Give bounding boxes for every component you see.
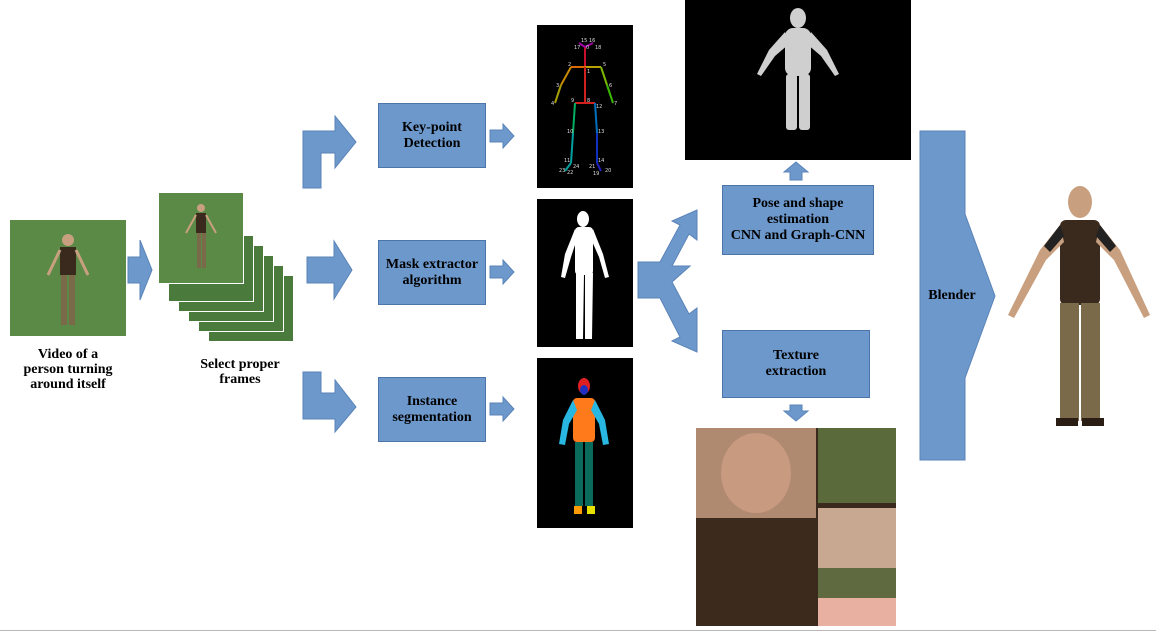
blender-arrow-icon	[919, 130, 996, 461]
person-figure-icon	[159, 193, 243, 283]
skeleton-number: 6	[609, 83, 612, 89]
mask-silhouette-image	[537, 199, 633, 347]
skeleton-number: 24	[573, 164, 579, 170]
bottom-rule	[0, 630, 1156, 631]
silhouette-icon	[561, 211, 609, 339]
arrow-right-icon	[489, 258, 515, 286]
skeleton-number: 22	[567, 170, 573, 176]
skeleton-number: 21	[589, 164, 595, 170]
avatar-icon	[1008, 186, 1150, 426]
select-frames-label: Select proper frames	[200, 357, 280, 387]
skeleton-number: 9	[571, 98, 574, 104]
skeleton-number: 3	[556, 83, 559, 89]
skeleton-number: 23	[559, 168, 565, 174]
fork-arrow-icon	[637, 209, 698, 353]
skeleton-number: 2	[568, 62, 571, 68]
arrow-up-icon	[782, 161, 810, 181]
skeleton-number: 19	[593, 171, 599, 177]
skeleton-number: 20	[605, 168, 611, 174]
skeleton-number: 16	[589, 38, 595, 44]
person-figure-icon	[10, 220, 126, 336]
skeleton-icon: 15 16 17 0 18 2 1 5 3 6 4 7 9 8 12 10 13…	[551, 38, 617, 177]
skeleton-number: 8	[587, 98, 590, 104]
segmentation-icon	[559, 378, 609, 514]
skeleton-number: 15	[581, 38, 587, 44]
blender-label: Blender	[928, 288, 976, 303]
keypoint-skeleton-image: 15 16 17 0 18 2 1 5 3 6 4 7 9 8 12 10 13…	[537, 25, 633, 188]
texture-atlas-icon	[696, 428, 896, 626]
pose-shape-estimation-box: Pose and shape estimation CNN and Graph-…	[722, 185, 874, 255]
skeleton-number: 11	[564, 158, 570, 164]
arrow-right-icon	[127, 239, 153, 301]
skeleton-number: 1	[587, 69, 590, 75]
skeleton-number: 7	[614, 101, 617, 107]
body-mesh-image	[685, 0, 911, 160]
skeleton-number: 14	[598, 158, 604, 164]
input-video-frame	[10, 220, 126, 336]
arrow-elbow-icon	[302, 371, 357, 434]
skeleton-number: 18	[595, 45, 601, 51]
arrow-down-icon	[782, 404, 810, 422]
arrow-right-icon	[489, 122, 515, 150]
mesh-icon	[757, 8, 839, 130]
arrow-right-icon	[489, 395, 515, 423]
keypoint-detection-box: Key-point Detection	[378, 103, 486, 168]
texture-extraction-box: Texture extraction	[722, 330, 870, 398]
skeleton-number: 17	[574, 45, 580, 51]
arrow-elbow-icon	[302, 114, 357, 189]
final-avatar-image	[1000, 180, 1156, 430]
mask-extractor-box: Mask extractor algorithm	[378, 240, 486, 305]
texture-map-image	[696, 428, 896, 626]
skeleton-number: 12	[596, 104, 602, 110]
arrow-right-icon	[306, 239, 353, 301]
skeleton-number: 0	[586, 45, 589, 51]
skeleton-number: 10	[567, 129, 573, 135]
input-video-label: Video of a person turning around itself	[23, 347, 113, 392]
skeleton-number: 13	[598, 129, 604, 135]
skeleton-number: 5	[603, 62, 606, 68]
instance-segmentation-box: Instance segmentation	[378, 377, 486, 442]
instance-segmentation-image	[537, 358, 633, 528]
frame-card	[158, 192, 244, 284]
skeleton-number: 4	[551, 101, 554, 107]
